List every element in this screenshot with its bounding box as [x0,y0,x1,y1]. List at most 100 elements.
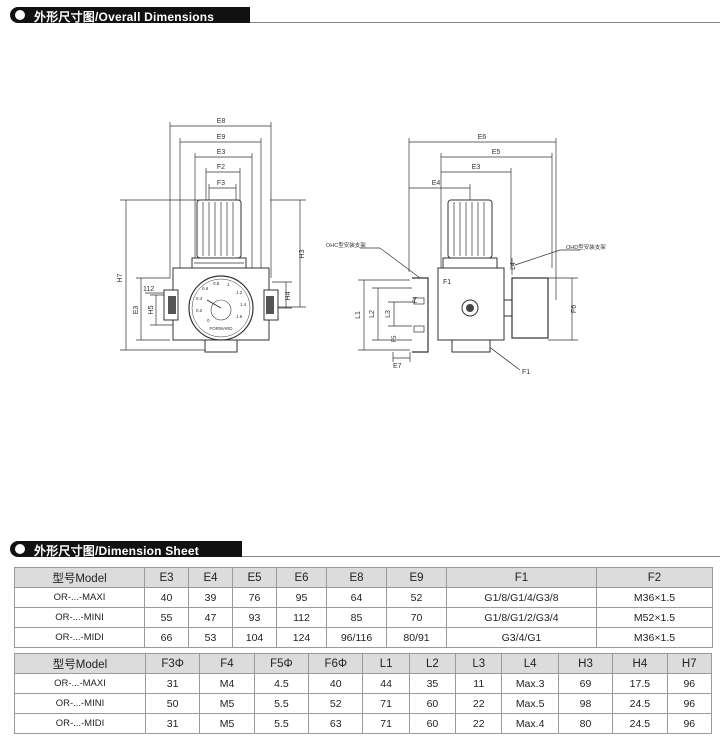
side-view [358,138,580,371]
header-rule [242,556,720,557]
section-title: 外形尺寸图/Dimension Sheet [34,544,199,558]
dim-E3: E3 [217,149,226,156]
dim-F5: F5 [392,335,398,343]
dim-F6: F6 [571,305,578,313]
svg-text:1.4: 1.4 [240,302,247,307]
cell: 93 [232,607,277,628]
dim-E6: E6 [478,134,487,141]
cell: 5.5 [253,713,310,734]
cell: 95 [276,587,327,608]
header-F3: F3Φ [144,653,201,674]
cell: OR-...-MAXI [14,587,145,608]
cell: 40 [144,587,189,608]
dim-H5: H5 [148,305,155,314]
header-bar [10,541,242,557]
header-F1: F1 [446,567,597,588]
cell: 55 [144,607,189,628]
dim-H3: H3 [299,249,306,258]
dim-E8: E8 [217,118,226,125]
dim-E9: E9 [217,134,226,141]
cell: 112 [276,607,327,628]
table-row: OR-...-MINI 50 M5 5.5 52 71 60 22 Max.5 … [14,693,713,714]
cell: M5 [199,713,255,734]
cell: 71 [362,693,410,714]
dim-E4: E4 [432,180,441,187]
header-model: 型号Model [14,567,145,588]
cell: 76 [232,587,277,608]
technical-drawing: E8 E9 E3 F2 F3 H7 H3 H4 E3 H5 112 FORWAR… [117,118,606,376]
dim-L2: L2 [369,310,376,318]
table-row: OR-...-MIDI 66 53 104 124 96/116 80/91 G… [14,627,713,648]
svg-text:0: 0 [207,318,210,323]
header-F6: F6Φ [308,653,364,674]
table-header-row: 型号Model E3 E4 E5 E6 E8 E9 F1 F2 [14,567,713,588]
header-model: 型号Model [14,653,146,674]
cell: 40 [308,673,364,694]
dim-L3: L3 [385,310,392,318]
header-E5: E5 [232,567,277,588]
cell: 124 [276,627,327,648]
cell: 17.5 [612,673,668,694]
svg-text:0.6: 0.6 [202,286,209,291]
cell: 60 [408,693,457,714]
dim-F2: F2 [217,164,225,171]
header-H4: H4 [612,653,668,674]
dim-F3: F3 [217,180,225,187]
table-row: OR-...-MAXI 31 M4 4.5 40 44 35 11 Max.3 … [14,673,713,694]
dim-112: 112 [143,286,154,293]
cell: G1/8/G1/4/G3/8 [446,587,597,608]
dim-H7: H7 [117,273,124,282]
cell: M52×1.5 [596,607,713,628]
cell: 5.5 [253,693,310,714]
cell: 50 [144,693,201,714]
cell: 80 [557,713,614,734]
dim-F4: F4 [413,296,419,304]
bullet-icon [15,10,25,20]
cell: 4.5 [253,673,310,694]
cell: OR-...-MIDI [14,713,146,734]
svg-text:0.8: 0.8 [213,281,220,286]
dim-H4: H4 [285,291,292,300]
front-view [120,122,306,353]
cell: 96/116 [326,627,387,648]
table-row: OR-...-MIDI 31 M5 5.5 63 71 60 22 Max.4 … [14,713,713,734]
cell: 71 [362,713,410,734]
header-L4: L4 [501,653,559,674]
bullet-icon [15,544,25,554]
header-F4: F4 [199,653,255,674]
dim-F1-bottom: F1 [522,369,530,376]
cell: 31 [144,673,201,694]
section-title: 外形尺寸图/Overall Dimensions [34,10,215,24]
header-E6: E6 [276,567,327,588]
cell: 35 [408,673,457,694]
dim-E5: E5 [492,149,501,156]
header-F5: F5Φ [253,653,310,674]
cell: G3/4/G1 [446,627,597,648]
cell: 96 [666,673,713,694]
header-E9: E9 [386,567,447,588]
cell: 63 [308,713,364,734]
table-row: OR-...-MINI 55 47 93 112 85 70 G1/8/G1/2… [14,607,713,628]
dim-E7: E7 [393,363,402,370]
cell: 98 [557,693,614,714]
cell: 47 [188,607,233,628]
gauge-scale: 0 0.2 0.4 0.6 0.8 1 1.2 1.4 1.6 [196,281,247,323]
svg-text:1.6: 1.6 [236,314,243,319]
header-E3: E3 [144,567,189,588]
cell: OR-...-MINI [14,693,146,714]
cell: 22 [455,693,503,714]
cell: 53 [188,627,233,648]
cell: OR-...-MIDI [14,627,145,648]
cell: 31 [144,713,201,734]
dim-L1: L1 [355,311,362,319]
cell: M36×1.5 [596,587,713,608]
svg-text:0.2: 0.2 [196,308,203,313]
cell: Max.4 [501,713,559,734]
cell: 39 [188,587,233,608]
dimension-table-1: 型号Model E3 E4 E5 E6 E8 E9 F1 F2 OR-...-M… [14,567,713,648]
dim-L4: L4 [510,262,517,270]
cell: 96 [666,713,713,734]
dimension-table-2: 型号Model F3Φ F4 F5Φ F6Φ L1 L2 L3 L4 H3 H4… [14,653,713,734]
cell: 64 [326,587,387,608]
table-row: OR-...-MAXI 40 39 76 95 64 52 G1/8/G1/4/… [14,587,713,608]
